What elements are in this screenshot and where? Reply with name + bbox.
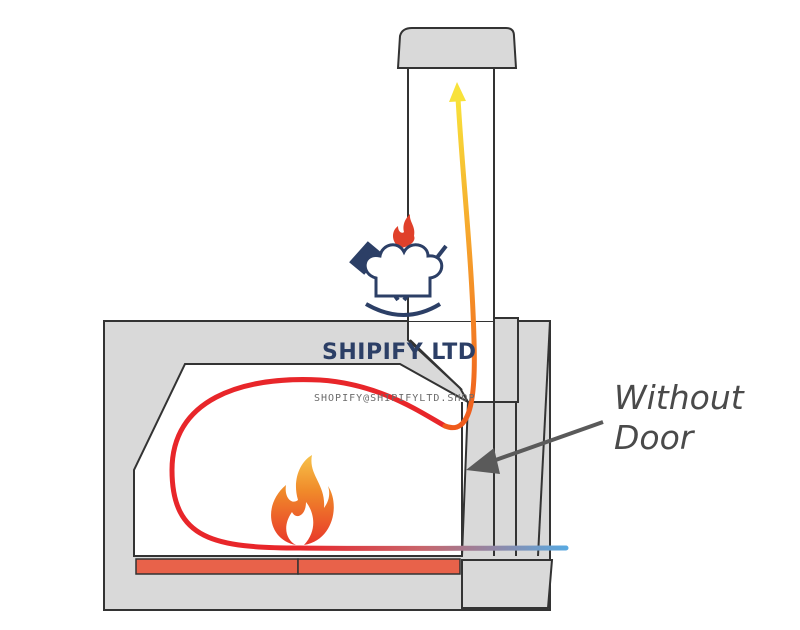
watermark-email-text: SHOPIFY@SHIPIFYLTD.SHOP bbox=[314, 393, 476, 404]
chef-hat-icon bbox=[363, 243, 444, 298]
watermark-logo bbox=[349, 214, 448, 317]
hearth-brick bbox=[135, 558, 299, 575]
chimney-throat-line bbox=[409, 339, 463, 391]
chimney-cap bbox=[396, 27, 518, 69]
hearth-brick bbox=[297, 558, 461, 575]
callout-arrow-head-icon bbox=[466, 448, 500, 474]
flue-collar bbox=[493, 317, 519, 403]
door-frame-line bbox=[537, 320, 551, 557]
hot-air-flow bbox=[169, 377, 448, 551]
watermark-brand-text: SHIPIFY LTD bbox=[322, 340, 477, 365]
fire-flame-icon bbox=[271, 455, 334, 545]
logo-arc bbox=[364, 302, 442, 317]
callout-line-2: Door bbox=[614, 418, 694, 457]
exhaust-arrow-head-icon bbox=[449, 82, 466, 102]
oven-base-lip bbox=[461, 559, 554, 609]
callout-line-1: Without bbox=[614, 378, 744, 417]
flame-icon bbox=[392, 214, 415, 248]
exhaust-flow bbox=[442, 95, 477, 431]
callout-arrow-line bbox=[489, 420, 604, 464]
without-door-callout: Without Door bbox=[614, 378, 784, 458]
